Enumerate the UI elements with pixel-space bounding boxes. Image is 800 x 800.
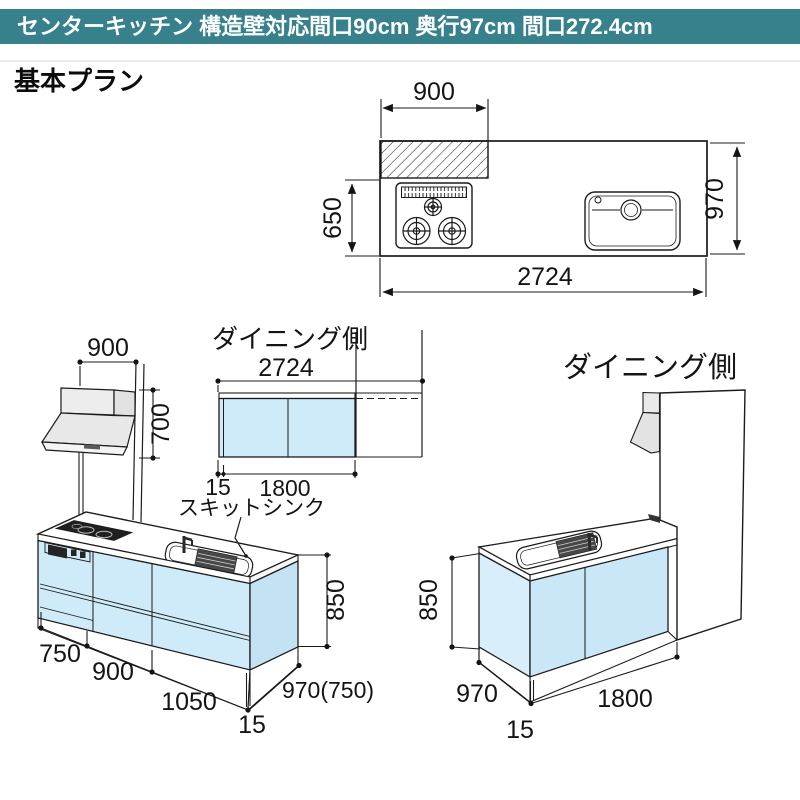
dim-front-height: 850 xyxy=(322,579,350,621)
hood-elevation: 900 700 xyxy=(40,334,175,523)
sink-label-leader xyxy=(234,516,247,557)
dim-dining-end-panel: 15 xyxy=(506,716,534,744)
dim-dining-width: 1800 xyxy=(597,685,653,713)
dim-cabinet-total-width: 2724 xyxy=(258,354,314,382)
dining-hood xyxy=(629,391,661,454)
sink-label: スキットシンク xyxy=(178,497,325,520)
dining-dimensions xyxy=(449,552,680,707)
burner-small xyxy=(423,197,443,217)
plan-structural-wall-hatch xyxy=(380,140,489,179)
sink-drain xyxy=(620,199,642,221)
counter-bracket xyxy=(648,514,660,523)
dim-plan-depth: 970 xyxy=(701,178,729,220)
dim-dining-depth: 970 xyxy=(456,680,498,708)
sink-hole xyxy=(594,196,602,204)
dim-front-1050: 1050 xyxy=(161,688,217,716)
dim-front-end-panel: 15 xyxy=(238,711,266,739)
structural-pillar xyxy=(659,389,746,641)
hood-handle xyxy=(84,444,100,450)
dim-front-depth: 970(750) xyxy=(282,677,374,703)
dim-hood-height: 700 xyxy=(147,403,175,445)
dining-sink xyxy=(515,530,603,570)
plan-dimensions xyxy=(345,99,745,297)
dim-cabinet-filler: 15 xyxy=(205,474,231,500)
plan-view: 900 650 970 2724 xyxy=(319,78,745,297)
plan-sink xyxy=(584,191,681,251)
dim-front-900: 900 xyxy=(92,658,134,686)
burner-right xyxy=(437,216,467,246)
hood-dimensions xyxy=(77,359,160,461)
section-title: 基本プラン xyxy=(14,66,145,96)
header-bar: センターキッチン 構造壁対応間口90cm 奥行97cm 間口272.4cm xyxy=(0,9,800,44)
dim-cabinet-width: 1800 xyxy=(259,475,310,501)
range-hood xyxy=(40,387,136,456)
dim-front-750: 750 xyxy=(39,640,81,668)
wall-cabinet-elevation: ダイニング側 2724 15 1800 xyxy=(205,324,426,501)
wall-cabinet-doors xyxy=(218,397,356,458)
dim-dining-height: 850 xyxy=(415,579,443,621)
dim-hood-width: 900 xyxy=(87,334,129,362)
dim-plan-hood-width: 900 xyxy=(413,78,455,106)
front-faucet xyxy=(182,536,193,553)
dining-faucet xyxy=(587,532,598,552)
front-control-panel xyxy=(44,541,91,563)
plan-cooktop xyxy=(395,182,473,249)
front-dimensions xyxy=(38,552,331,713)
dim-plan-total-width: 2724 xyxy=(517,263,573,291)
wall-cabinet-side-label: ダイニング側 xyxy=(212,324,368,354)
cabinet-top-rail xyxy=(218,392,356,400)
burner-left xyxy=(402,216,431,246)
dining-elevation: ダイニング側 850 970 15 1800 xyxy=(415,351,746,744)
wall-cabinet-dimensions xyxy=(215,378,426,478)
dining-side-label: ダイニング側 xyxy=(563,351,737,384)
front-elevation: スキットシンク 750 900 1050 15 970(750) 850 xyxy=(35,497,374,739)
header-title: センターキッチン 構造壁対応間口90cm 奥行97cm 間口272.4cm xyxy=(17,14,653,39)
divider-rule xyxy=(0,60,800,62)
dim-plan-left-depth: 650 xyxy=(319,197,347,239)
front-cooktop xyxy=(54,520,134,541)
